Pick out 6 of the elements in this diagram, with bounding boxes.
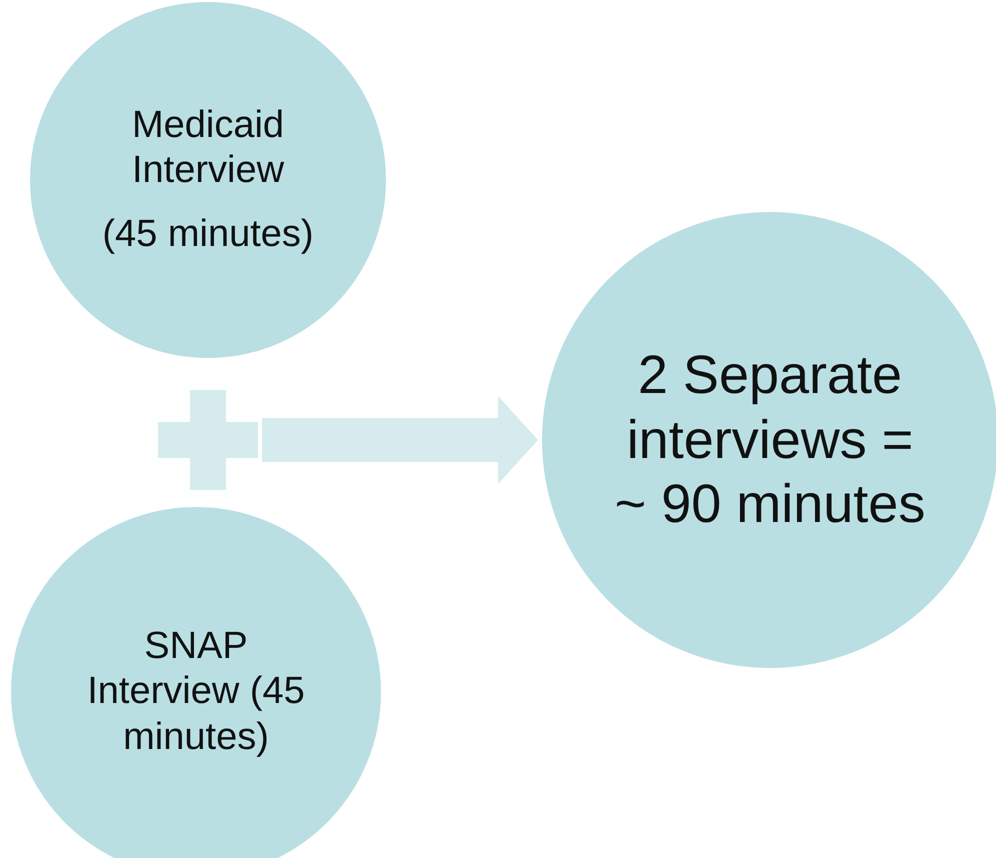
node-text: SNAP Interview (45 minutes) bbox=[86, 624, 306, 760]
node-text: (45 minutes) bbox=[102, 212, 314, 257]
node-text: Medicaid Interview bbox=[130, 102, 286, 194]
cross-symbol bbox=[158, 390, 258, 490]
block-arrow bbox=[262, 396, 538, 484]
node-text: 2 Separate interviews = ~ 90 minutes bbox=[614, 344, 926, 536]
